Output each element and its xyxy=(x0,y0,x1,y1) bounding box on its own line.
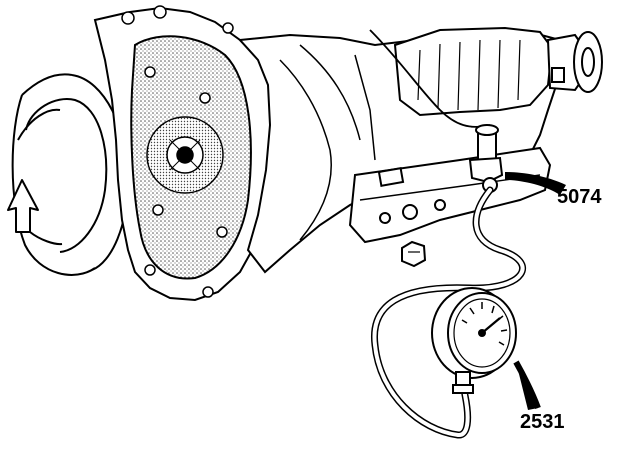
callout-label-2531: 2531 xyxy=(520,411,565,433)
callout-arrow-5074 xyxy=(505,172,566,195)
rotation-arrow-icon xyxy=(7,73,129,276)
flange-bolts xyxy=(121,5,234,298)
pressure-hose xyxy=(370,186,526,439)
callout-arrow-2531 xyxy=(513,360,541,410)
adapter-5074 xyxy=(468,124,504,193)
callout-label-5074: 5074 xyxy=(557,186,602,208)
pressure-gauge-icon xyxy=(431,287,517,394)
drain-plug xyxy=(401,240,427,268)
transmission-case xyxy=(237,26,562,274)
output-yoke xyxy=(546,31,603,93)
torque-converter xyxy=(146,116,224,194)
